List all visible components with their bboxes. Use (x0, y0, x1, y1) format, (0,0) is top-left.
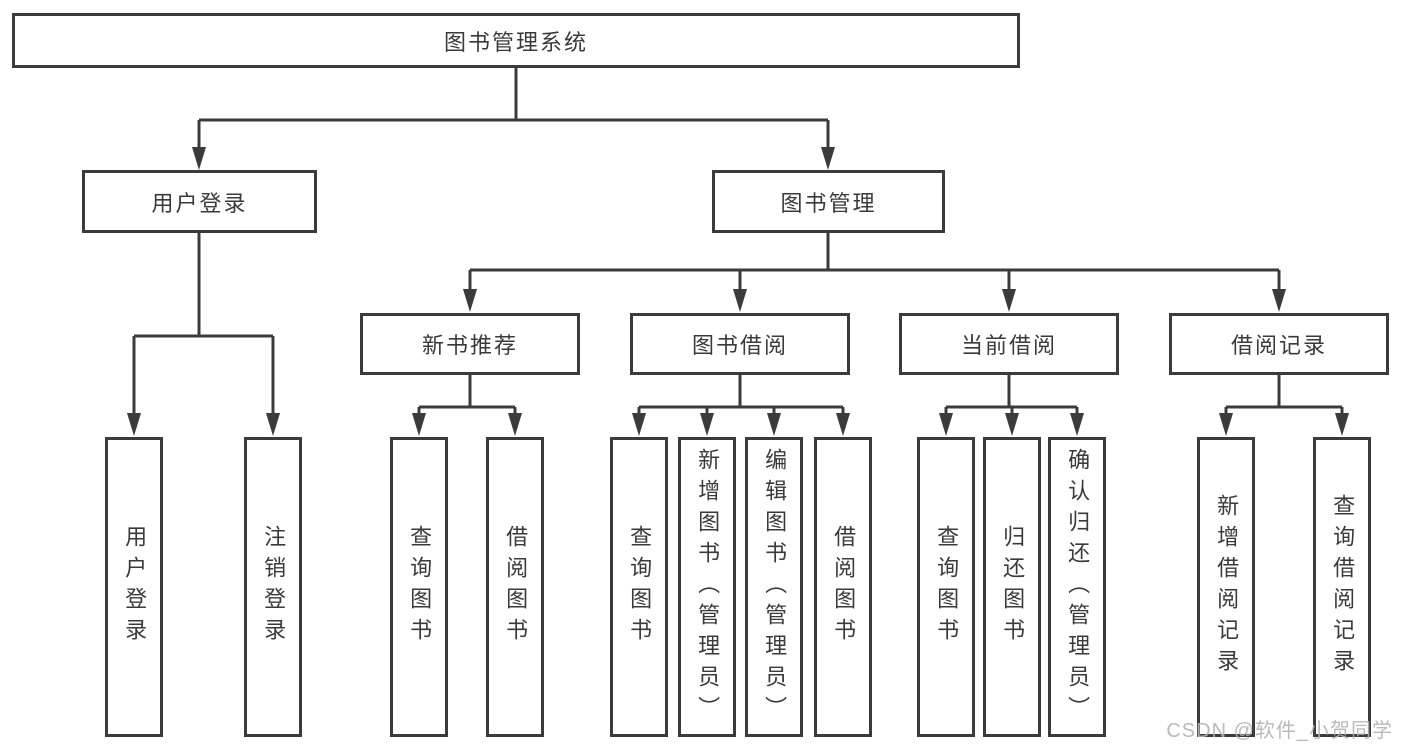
leaf-query-books-recommend: 查询图书 (390, 437, 448, 737)
arrow-down-icon (1272, 289, 1286, 312)
leaf-query-borrow-record: 查询借阅记录 (1313, 437, 1371, 737)
leaf-query-books-current: 查询图书 (917, 437, 975, 737)
leaf-label: 查询图书 (627, 525, 653, 649)
arrow-down-icon (767, 413, 781, 436)
leaf-logout: 注销登录 (244, 437, 302, 737)
leaf-borrow-books-recommend: 借阅图书 (486, 437, 544, 737)
arrow-down-icon (1070, 413, 1084, 436)
leaf-borrow-books: 借阅图书 (814, 437, 872, 737)
leaf-add-book-admin: 新增图书（管理员） (678, 437, 736, 737)
arrow-down-icon (632, 413, 646, 436)
leaf-label: 编辑图书（管理员） (762, 447, 788, 727)
arrow-down-icon (412, 413, 426, 436)
leaf-query-books-borrow: 查询图书 (610, 437, 668, 737)
leaf-label: 归还图书 (1000, 525, 1026, 649)
arrowheads (127, 147, 1349, 436)
node-book-borrow: 图书借阅 (630, 313, 850, 375)
arrow-down-icon (836, 413, 850, 436)
leaf-user-login: 用户登录 (105, 437, 163, 737)
leaf-label: 新增图书（管理员） (695, 447, 721, 727)
arrow-down-icon (700, 413, 714, 436)
leaf-label: 注销登录 (261, 525, 287, 649)
leaf-label: 查询图书 (934, 525, 960, 649)
leaf-confirm-return-admin: 确认归还（管理员） (1048, 437, 1106, 737)
leaf-label: 用户登录 (122, 525, 148, 649)
connector-user-login-to-leaves (132, 232, 275, 416)
leaf-label: 借阅图书 (831, 525, 857, 649)
node-user-login: 用户登录 (82, 170, 317, 233)
node-new-book-recommend: 新书推荐 (360, 313, 580, 375)
connector-new-book-rec-to-leaves (417, 374, 517, 416)
arrow-down-icon (821, 147, 835, 170)
arrow-down-icon (192, 147, 206, 170)
leaf-label: 查询图书 (407, 525, 433, 649)
arrow-down-icon (1005, 413, 1019, 436)
connector-borrow-record-to-leaves (1224, 374, 1344, 416)
arrow-down-icon (733, 289, 747, 312)
leaf-edit-book-admin: 编辑图书（管理员） (745, 437, 803, 737)
arrow-down-icon (1219, 413, 1233, 436)
node-library-system: 图书管理系统 (12, 13, 1020, 68)
leaf-add-borrow-record: 新增借阅记录 (1197, 437, 1255, 737)
connector-root-to-level2 (197, 65, 830, 150)
connector-current-borrow-to-leaves (944, 374, 1079, 416)
leaf-label: 借阅图书 (503, 525, 529, 649)
node-borrow-records: 借阅记录 (1169, 313, 1389, 375)
arrow-down-icon (1335, 413, 1349, 436)
connector-book-mgmt-to-level3 (468, 232, 1281, 292)
connector-book-borrow-to-leaves (637, 374, 845, 416)
csdn-watermark: CSDN @软件_小贺同学 (1166, 720, 1393, 742)
arrow-down-icon (266, 413, 280, 436)
arrow-down-icon (463, 289, 477, 312)
node-book-management: 图书管理 (712, 170, 945, 233)
leaf-label: 查询借阅记录 (1330, 494, 1356, 680)
leaf-return-books: 归还图书 (983, 437, 1041, 737)
arrow-down-icon (1002, 289, 1016, 312)
leaf-label: 确认归还（管理员） (1065, 447, 1091, 727)
node-current-borrow: 当前借阅 (899, 313, 1119, 375)
arrow-down-icon (127, 413, 141, 436)
leaf-label: 新增借阅记录 (1214, 494, 1240, 680)
arrow-down-icon (939, 413, 953, 436)
arrow-down-icon (508, 413, 522, 436)
